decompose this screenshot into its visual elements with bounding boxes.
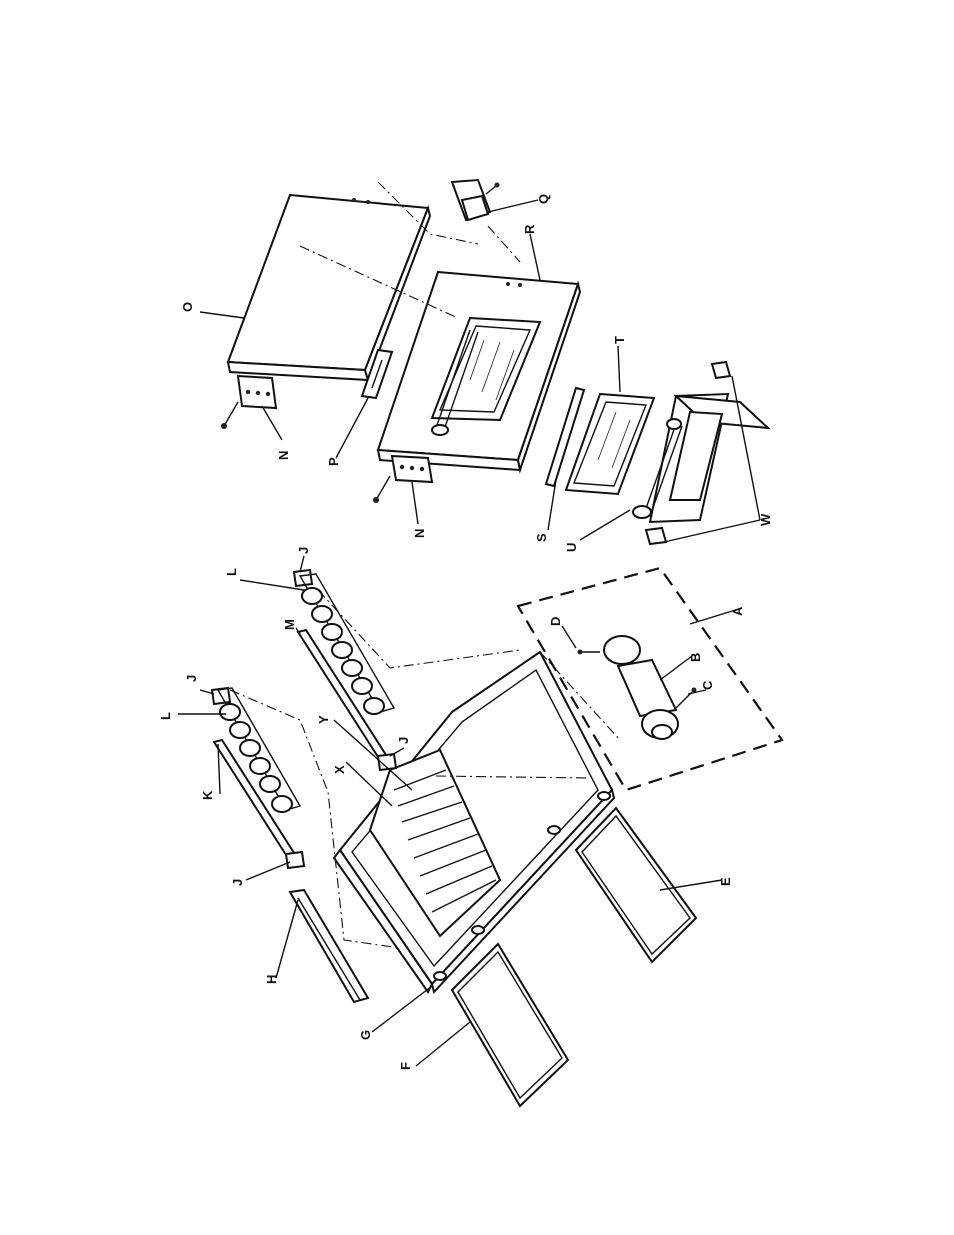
tray-e bbox=[576, 808, 696, 962]
callout-e: E bbox=[718, 877, 733, 886]
callout-g: G bbox=[358, 1030, 373, 1040]
callout-j-1: J bbox=[184, 675, 199, 682]
callout-j-3: J bbox=[296, 547, 311, 554]
screw-c bbox=[676, 688, 697, 709]
callout-n-upper: N bbox=[276, 451, 291, 460]
callout-d: D bbox=[548, 617, 563, 626]
callout-x: X bbox=[332, 765, 347, 774]
end-block-j-3 bbox=[294, 570, 312, 586]
end-block-j-2 bbox=[286, 852, 304, 868]
callout-n-lower: N bbox=[412, 529, 427, 538]
callout-w: W bbox=[758, 513, 773, 526]
callout-f: F bbox=[398, 1062, 413, 1070]
callout-u: U bbox=[564, 543, 579, 552]
tray-w bbox=[644, 362, 768, 544]
callout-j-2: J bbox=[230, 879, 245, 886]
cover-o bbox=[228, 195, 430, 380]
latch-q bbox=[452, 180, 500, 220]
screw-d bbox=[578, 650, 601, 655]
callout-k: K bbox=[200, 790, 215, 800]
callout-s: S bbox=[534, 533, 549, 542]
callout-l-left: L bbox=[158, 712, 173, 720]
door-r bbox=[378, 272, 580, 470]
callout-h: H bbox=[264, 975, 279, 984]
callout-r: R bbox=[522, 224, 537, 234]
callout-j-4: J bbox=[396, 737, 411, 744]
roller-set-l-left bbox=[218, 688, 300, 812]
hinge-n-lower bbox=[373, 456, 432, 503]
glass-pane-t bbox=[566, 394, 654, 494]
callout-y: Y bbox=[316, 715, 331, 724]
hinge-n-upper bbox=[221, 376, 276, 429]
callout-m: M bbox=[282, 619, 297, 630]
callout-a: A bbox=[730, 606, 745, 616]
callout-c: C bbox=[700, 680, 715, 690]
tray-f bbox=[452, 944, 568, 1106]
callout-b: B bbox=[688, 653, 703, 662]
callout-o: O bbox=[180, 302, 195, 312]
callout-p: P bbox=[326, 457, 341, 466]
callout-q: Q bbox=[536, 194, 551, 204]
callout-t: T bbox=[612, 336, 627, 344]
callout-l-right: L bbox=[224, 568, 239, 576]
motor-b bbox=[604, 636, 678, 739]
rail-h bbox=[290, 890, 368, 1002]
